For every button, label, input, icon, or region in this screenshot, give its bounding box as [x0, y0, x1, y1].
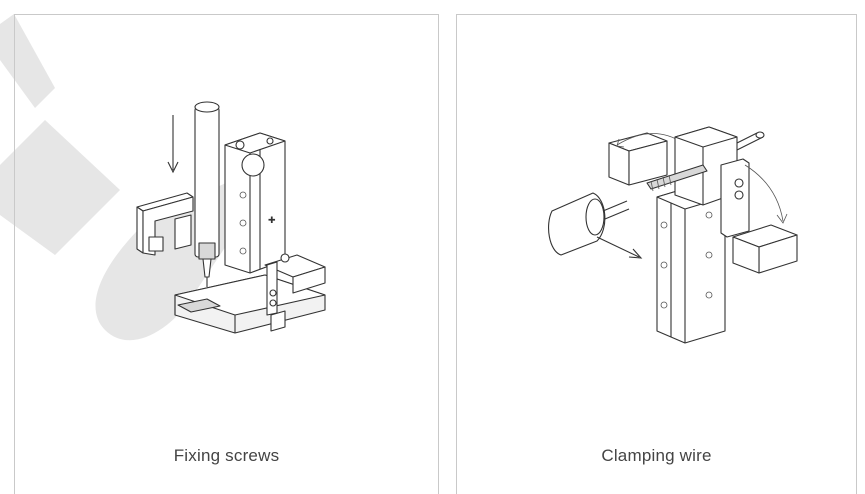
wire-clamping-illustration [548, 126, 798, 344]
caption-fixing-screws: Fixing screws [173, 446, 280, 465]
svg-text:✚: ✚ [268, 216, 276, 226]
panel-clamping-wire: Clamping wire [456, 14, 857, 494]
screw-fixing-illustration: ✚ [136, 101, 326, 334]
panel-fixing-screws: ✚ Fixing screws [14, 14, 439, 494]
caption-clamping-wire: Clamping wire [601, 446, 712, 465]
